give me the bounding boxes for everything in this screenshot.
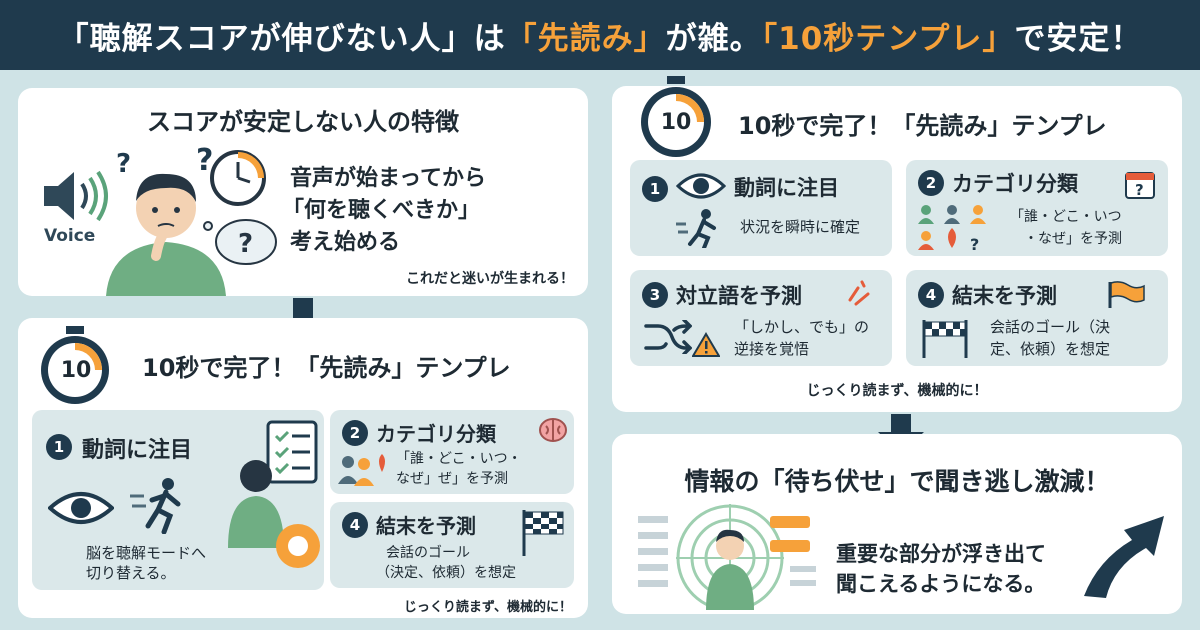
step2-number-badge: 2 — [342, 420, 368, 446]
step1-desc-line2-left: 切り替える。 — [86, 564, 176, 582]
stopwatch-number: 10 — [660, 110, 692, 135]
step3-title-right: 対立語を予測 — [676, 284, 802, 308]
step4-desc-line2-right: 定、依頼）を想定 — [990, 340, 1111, 358]
step2-number-badge: 2 — [918, 170, 944, 196]
header-banner: 「聴解スコアが伸びない人」は「先読み」が雑。「10秒テンプレ」で安定！ — [0, 0, 1200, 70]
step1-title-right: 動詞に注目 — [734, 176, 839, 200]
finish-gate-icon — [920, 316, 970, 360]
calendar-question-icon: ? — [1124, 168, 1156, 200]
header-title: 「聴解スコアが伸びない人」は「先読み」が雑。「10秒テンプレ」で安定！ — [58, 13, 1143, 58]
template-left-title: 10秒で完了！「先読み」テンプレ — [142, 354, 511, 382]
checkered-flag-icon — [520, 508, 566, 558]
step4-desc-line1-right: 会話のゴール（決 — [990, 318, 1111, 336]
sparkle-icon — [844, 278, 874, 308]
warning-icon — [692, 332, 720, 358]
step4-title-left: 結末を予測 — [376, 514, 476, 538]
radar-listener-icon — [634, 500, 824, 610]
result-line-1: 重要な部分が浮き出て — [836, 542, 1046, 566]
svg-text:?: ? — [116, 149, 131, 179]
upward-arrow-icon — [1078, 500, 1168, 600]
step2-desc-line2-right: ・なぜ」を予測 — [1024, 231, 1122, 247]
step2-panel-left: 2 カテゴリ分類 「誰・どこ・いつ・ なぜ」ぜ」を予測 — [330, 410, 574, 494]
brain-icon — [538, 416, 568, 446]
step1-desc-line1-left: 脳を聴解モードへ — [86, 544, 207, 562]
step1-number-badge: 1 — [46, 434, 72, 460]
step4-panel-left: 4 結末を予測 会話のゴール （決定、依頼）を想定 — [330, 502, 574, 588]
svg-text:?: ? — [238, 229, 253, 259]
template-card-right: 10 10秒で完了！「先読み」テンプレ 1 動詞に注目 状況を瞬時に確定 2 カ… — [612, 76, 1182, 412]
shuffle-arrows-icon — [644, 320, 692, 354]
stopwatch-icon — [636, 76, 716, 160]
step4-desc-line2-left: （決定、依頼）を想定 — [376, 565, 516, 581]
step3-panel-right: 3 対立語を予測 「しかし、でも」の 逆接を覚悟 — [630, 270, 892, 366]
problem-line-3: 考え始める — [290, 230, 401, 255]
result-card: 情報の「待ち伏せ」で聞き逃し激減！ 重要な部分が浮き出て 聞こえるようになる。 — [612, 434, 1182, 614]
step4-number-badge: 4 — [342, 512, 368, 538]
header-part1: 「聴解スコアが伸びない人」は — [57, 20, 506, 57]
stopwatch-number: 10 — [60, 358, 92, 383]
svg-text:?: ? — [970, 235, 979, 252]
clock-icon — [208, 148, 268, 208]
step4-desc-line1-left: 会話のゴール — [386, 545, 470, 561]
step1-panel-left: 1 動詞に注目 脳を聴解モードへ 切り替える。 — [32, 410, 324, 590]
step3-desc-line2-right: 逆接を覚悟 — [734, 340, 810, 358]
step1-title-left: 動詞に注目 — [82, 438, 193, 463]
step1-desc-right: 状況を瞬時に確定 — [740, 218, 861, 236]
step2-desc-line1-left: 「誰・どこ・いつ・ — [396, 451, 522, 467]
problem-note: これだと迷いが生まれる！ — [406, 271, 574, 287]
template-card-left: 10 10秒で完了！「先読み」テンプレ 1 動詞に注目 脳を聴解モードへ 切り替… — [18, 318, 588, 618]
step4-title-right: 結末を予測 — [952, 284, 1057, 308]
step2-panel-right: 2 カテゴリ分類 ? ? 「誰・どこ・いつ ・なぜ」を予測 — [906, 160, 1168, 256]
voice-label: Voice — [44, 226, 96, 246]
eye-icon — [48, 488, 114, 528]
running-person-icon — [130, 476, 190, 534]
confused-person-icon: ? ? — [96, 146, 236, 296]
problem-title: スコアが安定しない人の特徴 — [147, 108, 459, 136]
orange-flag-icon — [1106, 280, 1146, 310]
stopwatch-icon — [36, 326, 114, 406]
running-person-icon — [676, 208, 724, 248]
header-part3: が雑。 — [665, 20, 762, 57]
step2-desc-line1-right: 「誰・どこ・いつ — [1010, 209, 1122, 225]
step4-panel-right: 4 結末を予測 会話のゴール（決 定、依頼）を想定 — [906, 270, 1168, 366]
step2-desc-line2-left: なぜ」ぜ」を予測 — [396, 471, 508, 487]
result-line-2: 聞こえるようになる。 — [836, 572, 1046, 596]
people-location-icon — [338, 450, 392, 486]
header-part5: で安定！ — [1014, 20, 1143, 57]
speaker-icon — [36, 166, 116, 226]
svg-text:?: ? — [196, 146, 213, 178]
step2-title-left: カテゴリ分類 — [376, 422, 496, 446]
step1-number-badge: 1 — [642, 176, 668, 202]
result-title: 情報の「待ち伏せ」で聞き逃し激減！ — [684, 467, 1110, 496]
thought-bubble-icon: ? — [200, 212, 280, 268]
svg-text:?: ? — [1135, 181, 1144, 199]
eye-icon — [676, 170, 726, 202]
template-right-note: じっくり読まず、機械的に！ — [806, 383, 988, 399]
problem-card: スコアが安定しない人の特徴 Voice ? ? — [18, 88, 588, 296]
header-highlight-template: 「10秒テンプレ」 — [761, 20, 1015, 57]
step3-desc-line1-right: 「しかし、でも」の — [734, 318, 870, 336]
header-highlight-sakiyomi: 「先読み」 — [505, 20, 666, 57]
step2-title-right: カテゴリ分類 — [952, 172, 1078, 196]
step1-panel-right: 1 動詞に注目 状況を瞬時に確定 — [630, 160, 892, 256]
step4-number-badge: 4 — [918, 282, 944, 308]
people-group-icon: ? — [914, 202, 1000, 252]
problem-line-1: 音声が始まってから — [290, 166, 487, 191]
step3-number-badge: 3 — [642, 282, 668, 308]
person-checklist-icon — [228, 418, 324, 588]
template-left-note: じっくり読まず、機械的に！ — [403, 600, 572, 615]
problem-line-2: 「何を聴くべきか」 — [282, 198, 481, 223]
template-right-title: 10秒で完了！「先読み」テンプレ — [738, 112, 1107, 140]
